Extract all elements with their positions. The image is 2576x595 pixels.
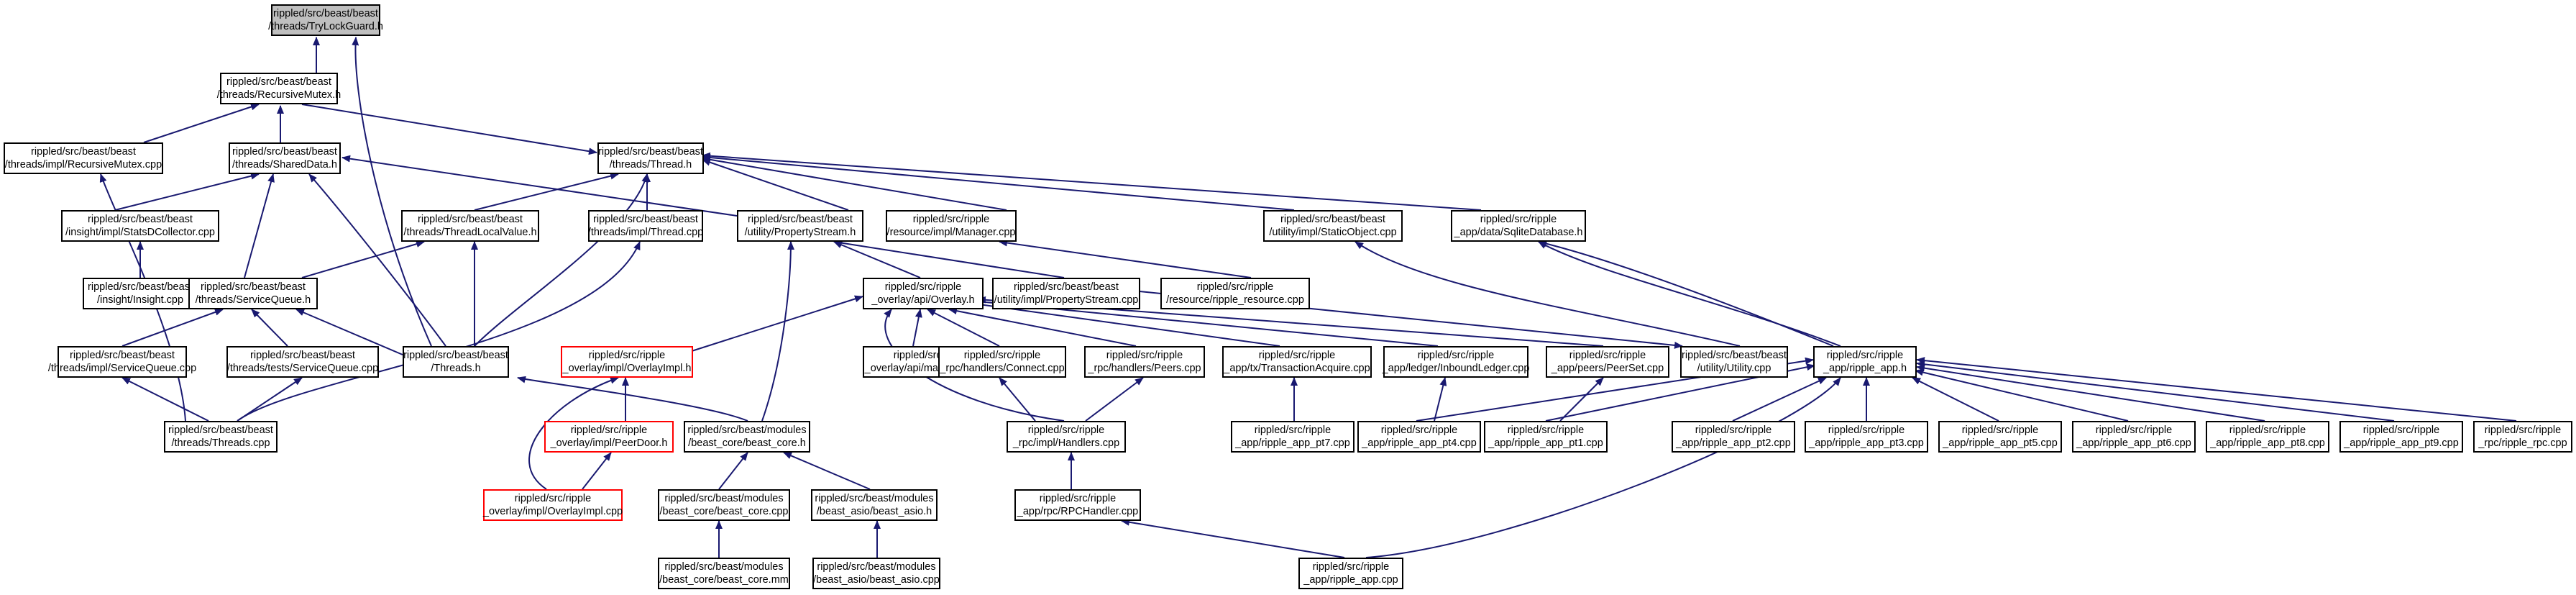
dependency-arrow [702, 158, 849, 211]
node-threads-cpp[interactable]: rippled/src/beast/beast /threads/Threads… [164, 421, 278, 453]
dependency-arrow [948, 307, 1137, 347]
dependency-arrow [122, 309, 224, 347]
node-ripple-app-pt5[interactable]: rippled/src/ripple _app/ripple_app_pt5.c… [1938, 421, 2062, 453]
node-propertystream-cpp[interactable]: rippled/src/beast/beast /utility/impl/Pr… [992, 278, 1140, 309]
node-ripple-app-pt6[interactable]: rippled/src/ripple _app/ripple_app_pt6.c… [2072, 421, 2196, 453]
node-beast-core-h[interactable]: rippled/src/beast/modules /beast_core/be… [684, 421, 810, 453]
dependency-arrow [582, 452, 612, 490]
node-overlayimpl-cpp[interactable]: rippled/src/ripple _overlay/impl/Overlay… [483, 489, 623, 521]
node-shareddata-h[interactable]: rippled/src/beast/beast /threads/SharedD… [229, 142, 341, 174]
dependency-arrow [1732, 377, 1827, 422]
node-servicequeue-cpp[interactable]: rippled/src/beast/beast /threads/impl/Se… [48, 346, 196, 378]
dependency-arrow [999, 377, 1036, 422]
node-connect-cpp[interactable]: rippled/src/ripple _rpc/handlers/Connect… [938, 346, 1066, 378]
dependency-arrow [783, 452, 871, 490]
node-propertystream-h[interactable]: rippled/src/beast/beast /utility/Propert… [737, 210, 863, 242]
node-peers-cpp[interactable]: rippled/src/ripple _rpc/handlers/Peers.c… [1084, 346, 1205, 378]
dependency-arrow [1538, 240, 1834, 347]
node-thread-h[interactable]: rippled/src/beast/beast /threads/Thread.… [597, 142, 704, 174]
node-manager-cpp[interactable]: rippled/src/ripple /resource/impl/Manage… [886, 210, 1017, 242]
node-handlers-cpp[interactable]: rippled/src/ripple _rpc/impl/Handlers.cp… [1007, 421, 1126, 453]
dependency-arrow [702, 155, 1007, 211]
dependency-arrow [244, 173, 275, 278]
node-recursivemutex-cpp[interactable]: rippled/src/beast/beast /threads/impl/Re… [4, 142, 163, 174]
node-ripple-app-h[interactable]: rippled/src/ripple _app/ripple_app.h [1813, 346, 1917, 378]
node-overlayimpl-h[interactable]: rippled/src/ripple _overlay/impl/Overlay… [561, 346, 693, 378]
dependency-arrow [308, 173, 446, 347]
dependency-arrow [691, 295, 863, 352]
node-sqlitedatabase-h[interactable]: rippled/src/ripple _app/data/SqliteDatab… [1451, 210, 1586, 242]
dependency-arrow [1912, 377, 1999, 422]
dependency-arrow [143, 103, 260, 143]
node-transactionacquire-cpp[interactable]: rippled/src/ripple _app/tx/TransactionAc… [1222, 346, 1372, 378]
dependency-arrow [122, 377, 209, 422]
node-insight-cpp[interactable]: rippled/src/beast/beast /insight/Insight… [83, 278, 198, 309]
node-overlay-h[interactable]: rippled/src/ripple _overlay/api/Overlay.… [863, 278, 984, 309]
dependency-arrow [1559, 377, 1604, 422]
dependency-arrow [342, 155, 738, 217]
node-ripple-app-pt1[interactable]: rippled/src/ripple _app/ripple_app_pt1.c… [1484, 421, 1608, 453]
dependency-arrow [114, 172, 260, 211]
dependency-arrow [1434, 377, 1447, 422]
node-threadlocalvalue-h[interactable]: rippled/src/beast/beast /threads/ThreadL… [401, 210, 539, 242]
dependency-arrow [474, 173, 649, 347]
dependency-arrow [761, 241, 794, 422]
node-rpchandler-cpp[interactable]: rippled/src/ripple _app/rpc/RPCHandler.c… [1014, 489, 1141, 521]
dependency-arrow [517, 376, 748, 422]
dependency-arrow [301, 104, 597, 155]
node-ripple-app-pt3[interactable]: rippled/src/ripple _app/ripple_app_pt3.c… [1805, 421, 1928, 453]
node-ripple-app-pt7[interactable]: rippled/src/ripple _app/ripple_app_pt7.c… [1231, 421, 1355, 453]
node-trylockguard-h: rippled/src/beast/beast /threads/TryLock… [268, 4, 383, 36]
node-ripple-app-pt2[interactable]: rippled/src/ripple _app/ripple_app_pt2.c… [1672, 421, 1795, 453]
dependency-arrow [702, 152, 1482, 211]
dependency-arrow [1916, 364, 2265, 422]
node-beast-asio-h[interactable]: rippled/src/beast/modules /beast_asio/be… [811, 489, 938, 521]
node-ripple-rpc-cpp[interactable]: rippled/src/ripple _rpc/ripple_rpc.cpp [2473, 421, 2572, 453]
dependency-arrow [1916, 357, 2517, 422]
dependency-arrow [718, 452, 748, 490]
node-peerset-cpp[interactable]: rippled/src/ripple _app/peers/PeerSet.cp… [1546, 346, 1669, 378]
dependency-arrow [833, 239, 1065, 278]
dependency-arrow [999, 239, 1252, 278]
node-inboundledger-cpp[interactable]: rippled/src/ripple _app/ledger/InboundLe… [1383, 346, 1529, 378]
node-tests-servicequeue-cpp[interactable]: rippled/src/beast/beast /threads/tests/S… [226, 346, 379, 378]
node-staticobject-cpp[interactable]: rippled/src/beast/beast /utility/impl/St… [1263, 210, 1403, 242]
node-servicequeue-h[interactable]: rippled/src/beast/beast /threads/Service… [188, 278, 318, 309]
node-ripple-app-pt4[interactable]: rippled/src/ripple _app/ripple_app_pt4.c… [1357, 421, 1481, 453]
node-ripple-resource-cpp[interactable]: rippled/src/ripple /resource/ripple_reso… [1160, 278, 1310, 309]
dependency-arrow [912, 309, 922, 347]
dependency-arrow [833, 241, 921, 278]
node-ripple-app-cpp[interactable]: rippled/src/ripple _app/ripple_app.cpp [1298, 558, 1403, 589]
dependency-arrow [1915, 368, 2129, 422]
node-ripple-app-pt9[interactable]: rippled/src/ripple _app/ripple_app_pt9.c… [2339, 421, 2463, 453]
node-statsdcollector-cpp[interactable]: rippled/src/beast/beast /insight/impl/St… [61, 210, 219, 242]
node-utility-cpp[interactable]: rippled/src/beast/beast /utility/Utility… [1680, 346, 1788, 378]
node-beast-asio-cpp[interactable]: rippled/src/beast/modules /beast_asio/be… [812, 558, 940, 589]
dependency-arrow [528, 376, 619, 490]
dependency-arrow [474, 172, 619, 211]
node-beast-core-mm[interactable]: rippled/src/beast/modules /beast_core/be… [658, 558, 790, 589]
node-peerdoor-h[interactable]: rippled/src/ripple _overlay/impl/PeerDoo… [544, 421, 674, 453]
dependency-arrow [702, 154, 1295, 211]
dependency-arrow [237, 241, 641, 422]
dependency-arrow [1365, 377, 1841, 558]
node-thread-cpp[interactable]: rippled/src/beast/beast /threads/impl/Th… [588, 210, 703, 242]
dependency-arrow [1916, 360, 2395, 422]
dependency-arrow [251, 309, 288, 347]
node-threads-h[interactable]: rippled/src/beast/beast /Threads.h [403, 346, 509, 378]
dependency-arrow [927, 309, 1000, 347]
dependency-arrow [1121, 518, 1345, 558]
dependency-arrow [295, 309, 403, 355]
dependency-arrow [301, 240, 425, 278]
node-recursivemutex-h[interactable]: rippled/src/beast/beast /threads/Recursi… [217, 73, 341, 104]
node-beast-core-cpp[interactable]: rippled/src/beast/modules /beast_core/be… [658, 489, 790, 521]
dependency-arrow [963, 299, 1280, 347]
dependency-arrow [1538, 241, 1841, 347]
node-ripple-app-pt8[interactable]: rippled/src/ripple _app/ripple_app_pt8.c… [2206, 421, 2329, 453]
dependency-arrow [1355, 241, 1741, 347]
dependency-arrow [1085, 377, 1144, 422]
dependency-arrow [237, 377, 303, 422]
dependency-arrow [352, 37, 432, 347]
